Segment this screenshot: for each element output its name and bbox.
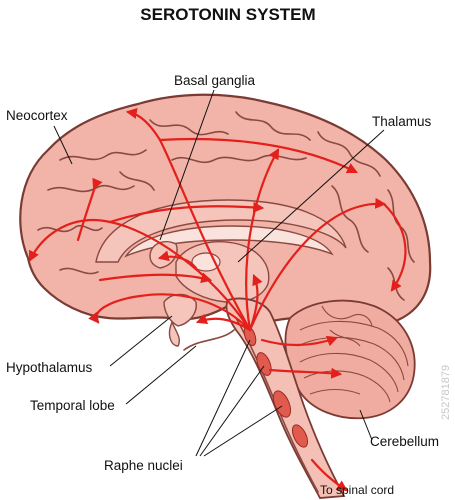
label-neocortex: Neocortex bbox=[6, 108, 68, 123]
temporal-lobe-fold bbox=[183, 329, 235, 351]
label-basal-ganglia: Basal ganglia bbox=[174, 73, 256, 88]
serotonin-pathways bbox=[28, 108, 407, 492]
watermark-id: 252781879 bbox=[440, 365, 452, 420]
cerebellum bbox=[284, 299, 416, 420]
corpus-callosum bbox=[95, 199, 347, 263]
label-hypothalamus: Hypothalamus bbox=[6, 360, 93, 375]
label-cerebellum: Cerebellum bbox=[370, 434, 439, 449]
pituitary bbox=[168, 319, 181, 347]
label-temporal-lobe: Temporal lobe bbox=[30, 398, 115, 413]
raphe-nuclei-cells bbox=[243, 325, 309, 448]
lateral-ventricle bbox=[124, 225, 334, 258]
label-thalamus: Thalamus bbox=[372, 114, 432, 129]
gyri bbox=[37, 111, 415, 301]
label-raphe-nuclei: Raphe nuclei bbox=[104, 458, 183, 473]
leader-lines bbox=[53, 89, 385, 457]
diagram-title: SEROTONIN SYSTEM bbox=[140, 5, 315, 24]
hypothalamus-region bbox=[163, 293, 197, 327]
label-to-spinal-cord: To spinal cord bbox=[320, 483, 394, 497]
